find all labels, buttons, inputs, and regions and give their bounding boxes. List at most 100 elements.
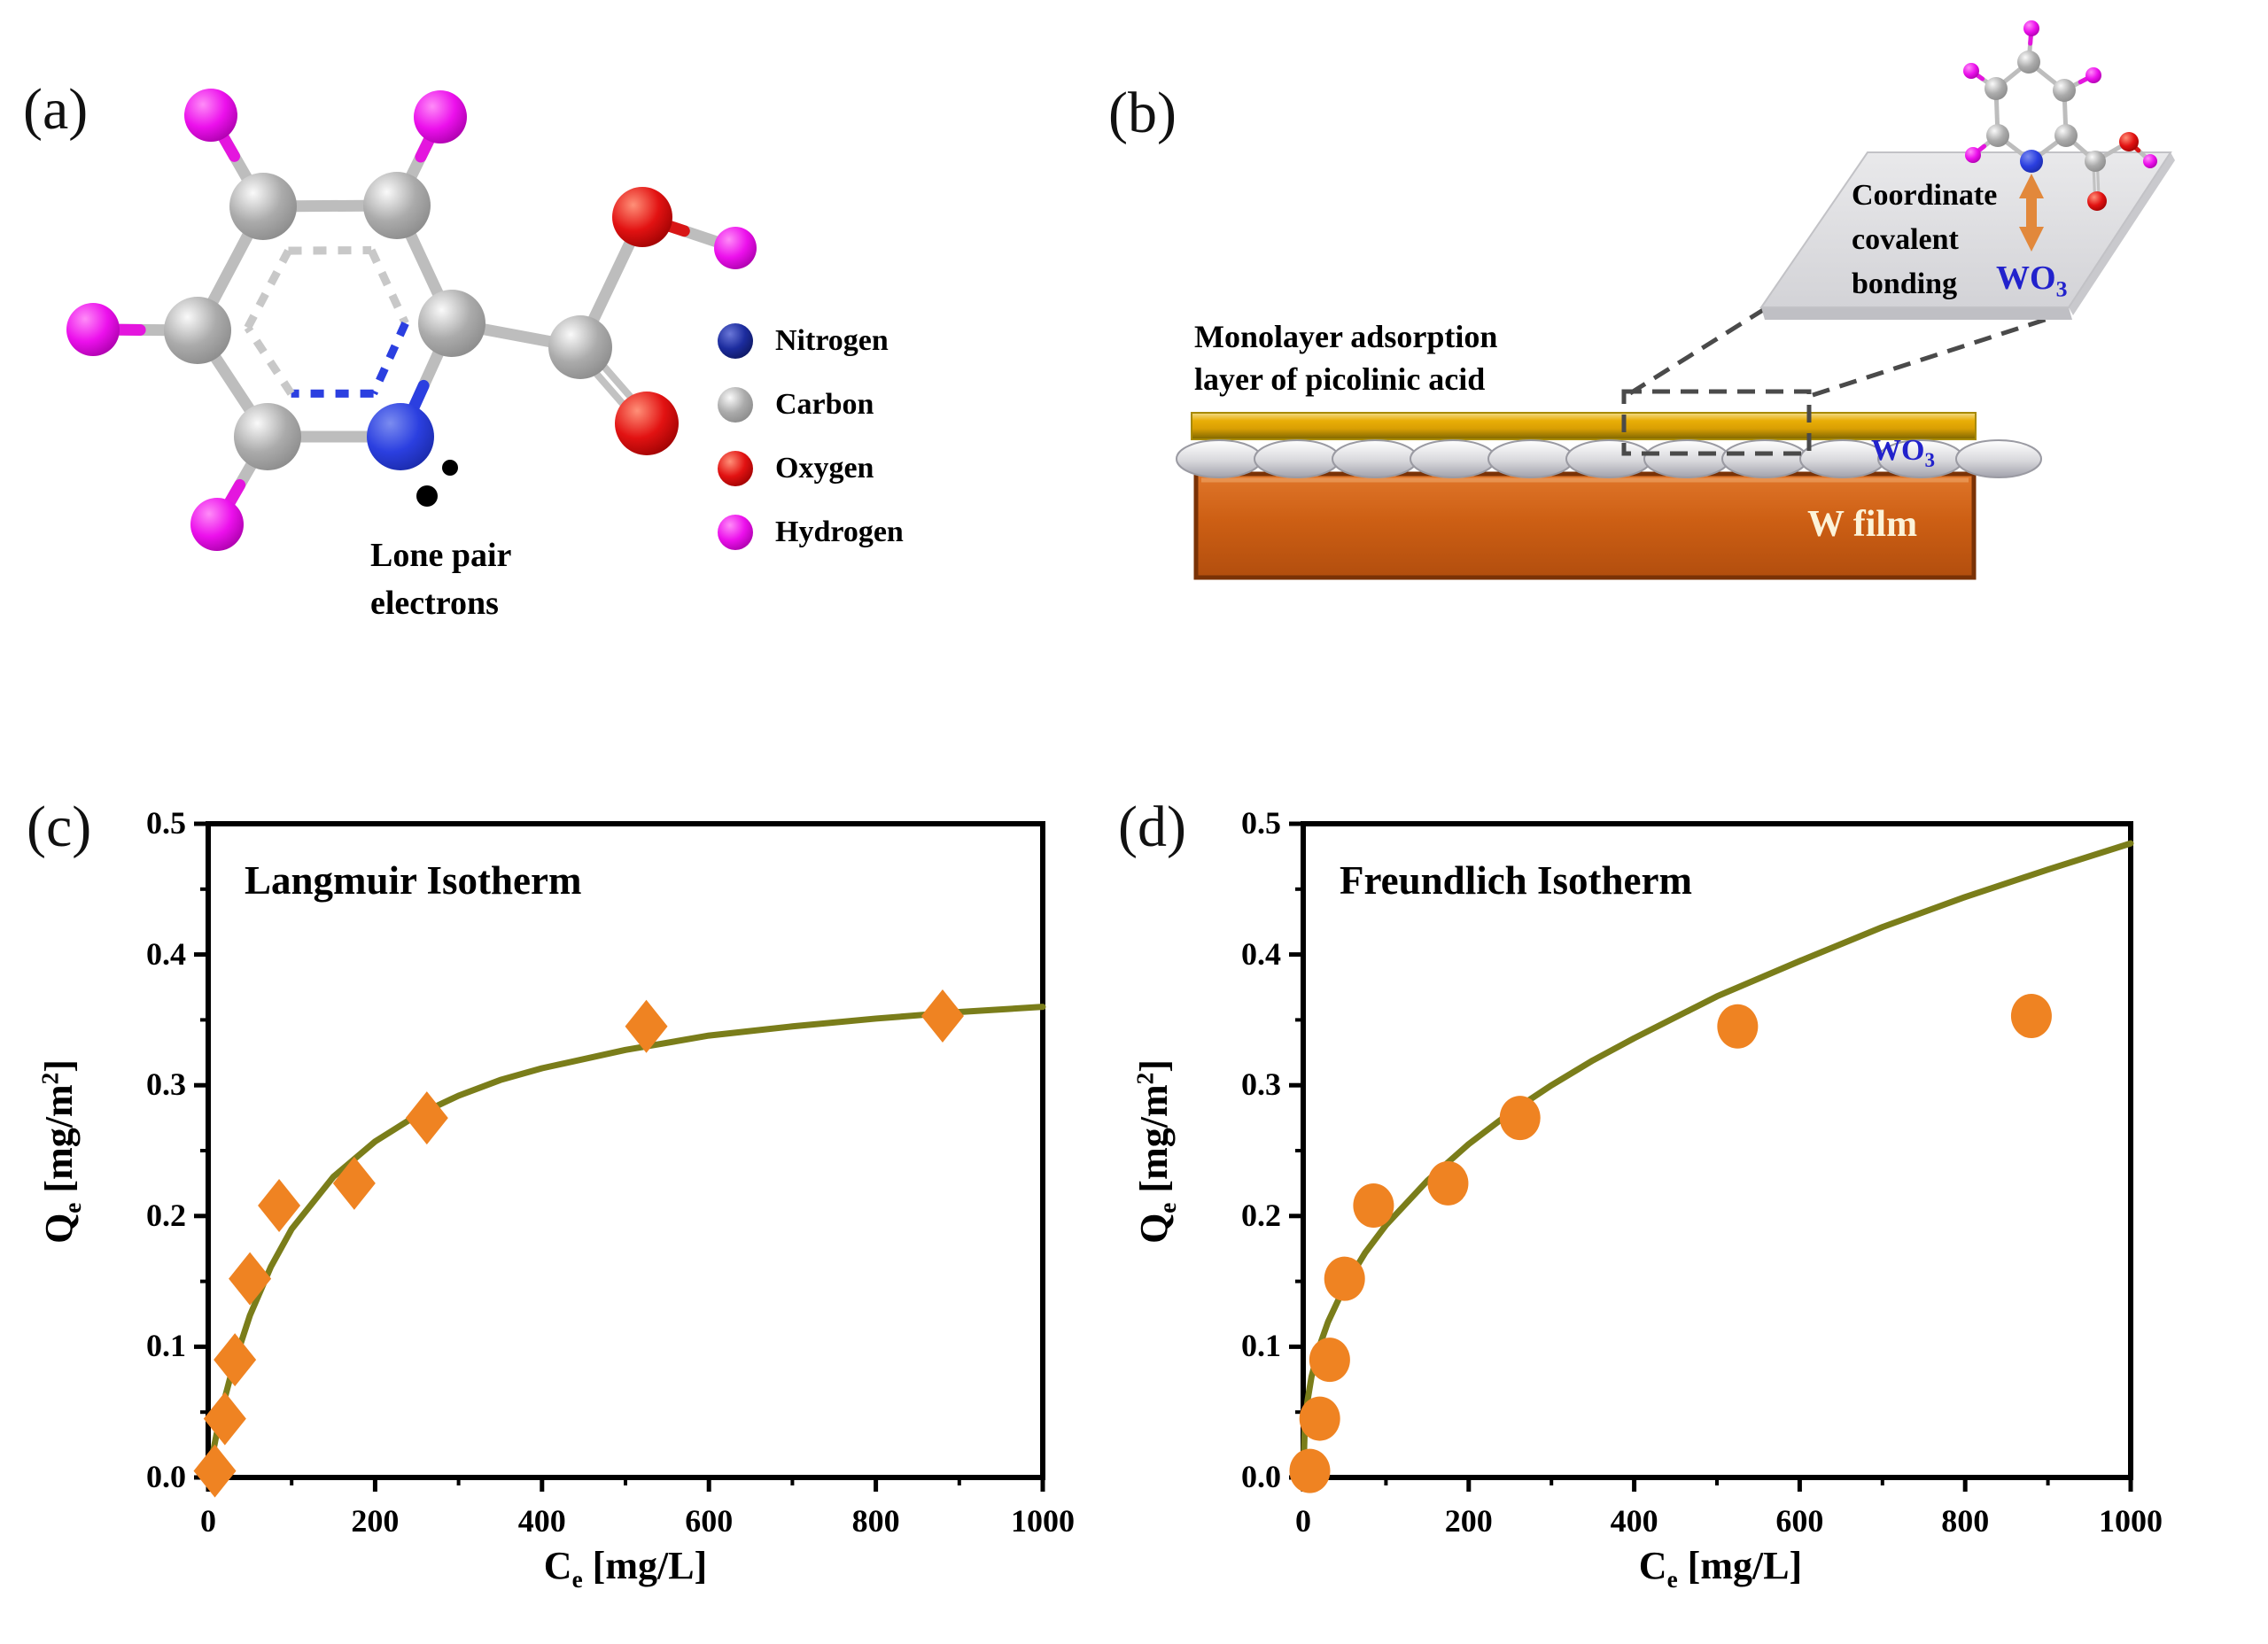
c-atom <box>1984 77 2008 100</box>
x-tick-label: 0 <box>200 1503 216 1539</box>
inset-wo3-sub: 3 <box>2055 275 2068 302</box>
wo3-particle-ellipse <box>1410 439 1496 478</box>
fit-curve <box>205 1004 1046 1481</box>
coordinate-bonding-line3: bonding <box>1852 268 1958 300</box>
data-point-diamond <box>625 999 668 1053</box>
y-tick-label: 0.2 <box>1241 1197 1281 1233</box>
legend-hydrogen-ball <box>718 515 753 550</box>
x-tick-label: 200 <box>1444 1503 1493 1539</box>
panel-d-label: (d) <box>1118 795 1186 859</box>
wo3-slab-top-face <box>1759 151 2172 308</box>
wo3-particle-ellipse <box>1721 439 1808 478</box>
panel-a-label: (a) <box>23 77 89 142</box>
legend-label-oxygen: Oxygen <box>775 452 874 485</box>
y-tick-label: 0.1 <box>146 1328 186 1364</box>
c-atom <box>418 290 485 357</box>
lone-pair-annotation: Lone pair electrons <box>370 531 511 627</box>
x-tick-label: 200 <box>351 1503 400 1539</box>
data-point-circle <box>2010 993 2052 1038</box>
panel-b-diagram <box>1176 20 2175 580</box>
y-tick-label: 0.0 <box>1241 1459 1281 1494</box>
x-tick-label: 1000 <box>2099 1503 2163 1539</box>
x-tick-label: 600 <box>685 1503 734 1539</box>
c-atom <box>2085 151 2106 172</box>
y-tick-label: 0.4 <box>146 935 186 972</box>
n-atom <box>2020 150 2043 173</box>
h-atom <box>2085 67 2101 83</box>
panel-c-label: (c) <box>27 795 92 859</box>
wo3-particle-ellipse <box>1254 439 1340 478</box>
x-tick-label: 1000 <box>1011 1503 1075 1539</box>
data-point-diamond <box>920 989 964 1043</box>
data-point-circle <box>1717 1004 1759 1049</box>
ylabel-rest: [mg/m <box>37 1084 81 1203</box>
data-point-diamond <box>203 1392 246 1446</box>
data-point-diamond <box>405 1091 448 1145</box>
y-tick-label: 0.3 <box>146 1066 186 1103</box>
coordinate-bonding-line1: Coordinate <box>1852 179 1998 212</box>
h-atom <box>1965 147 1981 163</box>
wo3-particle-ellipse <box>1565 439 1652 478</box>
film-wo3-text: WO <box>1871 434 1925 467</box>
chart-d-xaxis-label: Ce [mg/L] <box>1570 1543 1871 1594</box>
o-atom <box>2087 191 2107 211</box>
c-atom <box>363 172 431 239</box>
xlabel-main: C <box>543 1544 572 1587</box>
lone-pair-line2: electrons <box>370 585 499 622</box>
h-atom <box>2023 20 2039 36</box>
wo3-particle-ellipse <box>1643 439 1730 478</box>
inspection-dashed-box <box>1621 389 1812 456</box>
wo3-particle-ellipse <box>1955 439 2042 478</box>
xlabel-sub: e <box>1666 1565 1678 1593</box>
aromatic-dashed-bond <box>288 245 372 255</box>
data-point-circle <box>1427 1160 1469 1206</box>
c-atom <box>1986 124 2009 147</box>
x-tick-label: 400 <box>517 1503 566 1539</box>
wo3-slab-side-face <box>2069 152 2175 315</box>
ylabel-rest: [mg/m <box>1132 1084 1176 1203</box>
o-atom <box>615 392 679 455</box>
c-atom <box>164 297 231 364</box>
isotherm-charts <box>193 821 2134 1498</box>
panel-b-label: (b) <box>1108 81 1177 145</box>
x-tick-label: 400 <box>1610 1503 1658 1539</box>
y-tick-label: 0.0 <box>146 1459 186 1494</box>
data-point-diamond <box>332 1156 376 1210</box>
h-atom <box>184 89 237 142</box>
wo3-particle-ellipse <box>1332 439 1418 478</box>
c-atom <box>2054 124 2078 147</box>
xlabel-main: C <box>1638 1544 1667 1587</box>
aromatic-dashed-bond <box>244 325 295 396</box>
inset-wo3-text: WO <box>1996 260 2056 297</box>
data-point-circle <box>1299 1396 1340 1441</box>
x-tick-label: 800 <box>1941 1503 1990 1539</box>
c-atom <box>229 173 297 240</box>
film-wo3-sub: 3 <box>1924 448 1936 472</box>
ylabel-end: ] <box>37 1059 81 1073</box>
fit-curve <box>1300 840 2134 1481</box>
legend-label-nitrogen: Nitrogen <box>775 324 889 357</box>
film-wo3-label: WO3 <box>1871 434 1935 473</box>
h-atom <box>190 498 244 551</box>
chart-d-yaxis-label: Qe [mg/m2] <box>1131 965 1186 1338</box>
legend-label-carbon: Carbon <box>775 388 874 421</box>
c-atom <box>234 403 301 470</box>
chart-d <box>1289 821 2134 1493</box>
xlabel-rest: [mg/L] <box>1677 1544 1803 1587</box>
aromatic-dashed-bond <box>367 248 409 325</box>
lone-pair-dot <box>416 485 438 507</box>
inset-wo3-label: WO3 <box>1996 259 2067 303</box>
aromatic-dashed-bond <box>244 248 292 330</box>
monolayer-caption-line2: layer of picolinic acid <box>1194 361 1486 397</box>
n-atom <box>367 403 434 470</box>
coordinate-bonding-line2: covalent <box>1852 223 1959 256</box>
data-point-diamond <box>214 1333 257 1387</box>
h-atom <box>714 227 757 269</box>
x-tick-label: 800 <box>851 1503 900 1539</box>
monolayer-caption: Monolayer adsorption layer of picolinic … <box>1194 315 1497 400</box>
data-point-diamond <box>229 1252 272 1306</box>
plot-frame <box>206 821 1045 1480</box>
panel-a-molecule <box>66 89 757 551</box>
y-tick-label: 0.2 <box>146 1197 186 1233</box>
